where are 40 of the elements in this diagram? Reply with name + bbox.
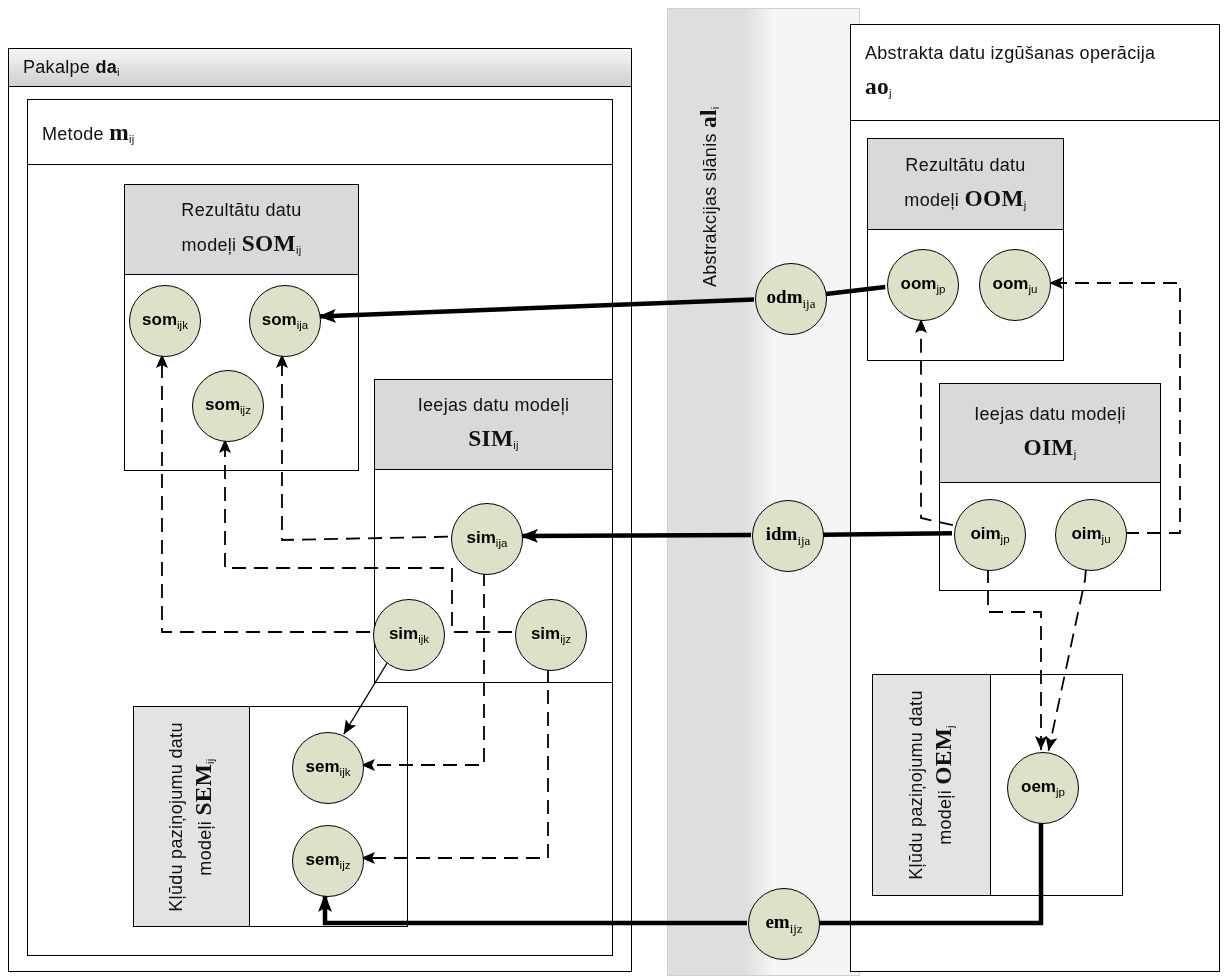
connector-line: [819, 822, 1044, 926]
panel-title: Pakalpe da$_{i}$: [23, 55, 120, 80]
panel-title: Ieejas datu modeļi SIM$_{ij}$: [416, 394, 571, 454]
model-panel: [939, 383, 1161, 591]
model-panel: [867, 138, 1064, 361]
node-label: sem$_{ijk}$: [305, 757, 351, 779]
node-label: som$_{ija}$: [261, 310, 309, 332]
arrow: [1048, 277, 1181, 534]
model-panel: [850, 24, 1220, 972]
arrow: [343, 662, 388, 735]
arrow: [915, 318, 954, 527]
node-label: idm$_{ija}$: [765, 523, 811, 549]
connector-line: [825, 284, 886, 297]
node-label: sim$_{ija}$: [466, 528, 508, 550]
node-label: oim$_{ju}$: [1071, 524, 1111, 546]
connector-line: [822, 531, 953, 537]
node-label: som$_{ijk}$: [142, 310, 188, 332]
panel-title: Rezultātu datu modeļi OOM$_{j}$: [903, 153, 1028, 214]
panel-title: Abstrakta datu izgūšanas operācija ao$_{j}$: [865, 42, 1157, 102]
panel-title: Ieejas datu modeļi OIM$_{j}$: [973, 402, 1127, 463]
node-label: sim$_{ijz}$: [530, 624, 572, 646]
node-label: som$_{ijz}$: [205, 395, 251, 417]
panel-title: Metode m$_{ij}$: [42, 117, 135, 148]
node-label: oim$_{jp}$: [970, 524, 1010, 546]
layer-band: [667, 8, 860, 976]
arrow: [318, 894, 747, 926]
node-label: oom$_{jp}$: [900, 274, 946, 296]
node-label: sim$_{ijk}$: [388, 624, 430, 646]
model-panel: [374, 379, 613, 683]
node-label: em$_{ijz}$: [765, 911, 803, 937]
model-panel: [133, 706, 408, 927]
node-label: oom$_{ju}$: [992, 274, 1038, 296]
arrow: [987, 568, 1047, 751]
node-label: odm$_{ija}$: [766, 286, 816, 312]
model-panel: [872, 674, 1123, 896]
node-label: oem$_{jp}$: [1021, 777, 1065, 799]
panel-title: Rezultātu datu modeļi SOM$_{ij}$: [180, 199, 303, 259]
arrow: [520, 528, 751, 543]
model-panel: [124, 184, 359, 471]
node-label: sem$_{ijz}$: [305, 850, 351, 872]
